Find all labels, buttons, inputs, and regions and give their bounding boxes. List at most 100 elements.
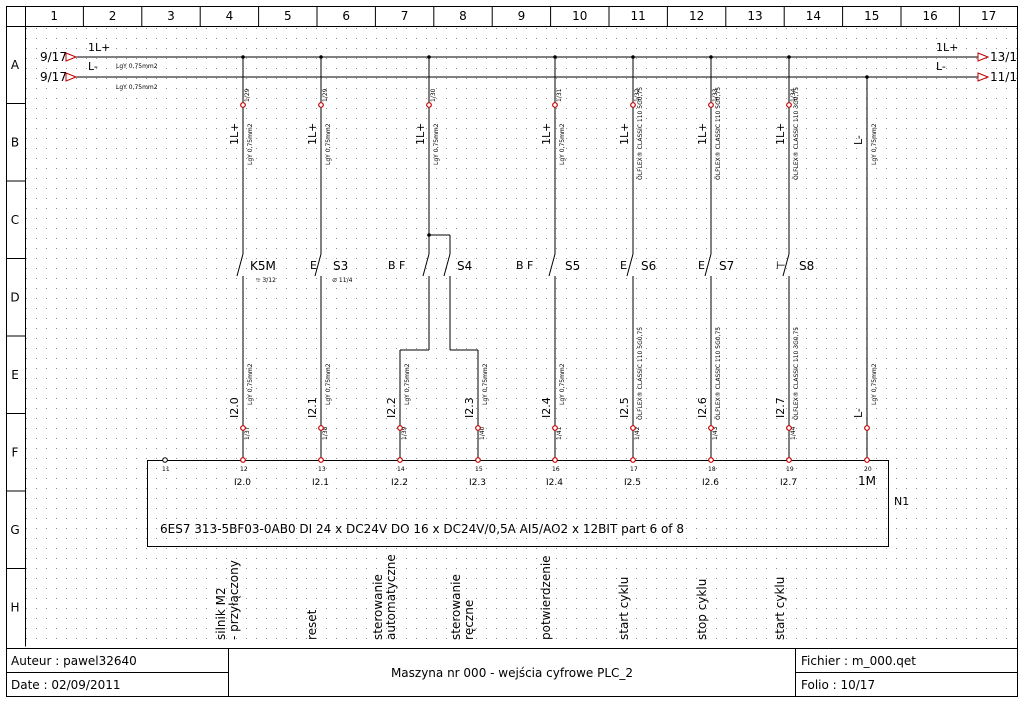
row-letter-F: F — [12, 445, 19, 459]
plc-pin-number-20: 20 — [864, 466, 872, 473]
branch-8-input-label: I2.7 — [774, 397, 787, 418]
branch-9-top-wire-spec: LgY 0,75mm2 — [871, 123, 878, 165]
switch-S8-blade — [782, 253, 790, 277]
plc-pin-label-13: I2.1 — [312, 478, 329, 488]
branch-4-bottom-node — [475, 425, 481, 431]
branch-2-top-wire-spec: LgY 0,75mm2 — [325, 123, 332, 165]
actuator-S7: E — [698, 259, 705, 272]
xref-right-1: 13/1 — [990, 50, 1017, 64]
branch-8-potential-label: 1L+ — [774, 123, 787, 145]
junction-dot — [553, 55, 557, 59]
plc-pin-label-12: I2.0 — [234, 478, 251, 488]
row-letter-D: D — [10, 290, 19, 304]
plc-pin-number-16: 16 — [552, 466, 560, 473]
branch-7-potential-label: 1L+ — [696, 123, 709, 145]
switch-S7-blade — [704, 253, 712, 277]
branch-3-potential-label: 1L+ — [414, 123, 427, 145]
switch-S5-blade — [548, 253, 556, 277]
xref-right-2: 11/1 — [990, 70, 1017, 84]
rail-label-L-minus-right: L- — [936, 60, 946, 73]
branch-1-bottom-node — [240, 425, 246, 431]
row-letter-B: B — [11, 135, 19, 149]
branch-7-top-wire-spec: ÖLFLEX® CLASSIC 110 5G0,75 — [715, 87, 722, 180]
branch-3-bottom-wire-spec: LgY 0,75mm2 — [404, 363, 411, 405]
branch-9-input-label: L- — [852, 408, 865, 418]
actuator-S8: ⊢ — [776, 259, 786, 272]
plc-pin-number-13: 13 — [318, 466, 326, 473]
plc-module-box — [147, 460, 889, 547]
branch-7-input-label: I2.6 — [696, 397, 709, 418]
branch-5-description-1: potwierdzenie — [539, 555, 553, 640]
xref-arrow-left-1 — [65, 52, 78, 62]
plc-pin-number-19: 19 — [786, 466, 794, 473]
rail-label-L-minus: L- — [88, 60, 98, 73]
column-number-14: 14 — [806, 9, 821, 23]
branch-1-potential-label: 1L+ — [228, 123, 241, 145]
actuator-S6: E — [620, 259, 627, 272]
branch-4-bottom-node-ref: 1/40 — [479, 426, 486, 440]
junction-dot — [631, 55, 635, 59]
branch-1-top-wire-spec: LgY 0,75mm2 — [247, 123, 254, 165]
xref-arrow-right-2 — [977, 72, 990, 82]
branch-2-potential-label: 1L+ — [306, 123, 319, 145]
rail-label-1L-plus-right: 1L+ — [936, 41, 958, 54]
rail-wire-spec-1: LgY 0,75mm2 — [116, 63, 158, 70]
branch-5-bottom-wire-spec: LgY 0,75mm2 — [559, 363, 566, 405]
plc-pin-number-14: 14 — [397, 466, 405, 473]
plc-pin-15 — [475, 457, 481, 463]
column-number-11: 11 — [631, 9, 646, 23]
branch-3-bottom-node — [397, 425, 403, 431]
branch-8-description-1: start cyklu — [773, 577, 787, 640]
branch-6-bottom-wire-spec: ÖLFLEX® CLASSIC 110 5G0,75 — [637, 327, 644, 420]
plc-pin-12 — [240, 457, 246, 463]
row-letter-E: E — [11, 368, 19, 382]
plc-module-spec: 6ES7 313-5BF03-0AB0 DI 24 x DC24V DO 16 … — [160, 522, 684, 536]
branch-8-top-wire-spec: ÖLFLEX® CLASSIC 110 3G0,75 — [793, 87, 800, 180]
row-letter-H: H — [10, 600, 19, 614]
branch-3-top-node — [426, 102, 432, 108]
column-number-15: 15 — [864, 9, 879, 23]
cartouche: Auteur : pawel32640 Date : 02/09/2011 Ma… — [6, 648, 1018, 697]
branch-3-top-wire-spec: LgY 0,75mm2 — [433, 123, 440, 165]
column-number-7: 7 — [401, 9, 409, 23]
column-number-4: 4 — [226, 9, 234, 23]
plc-pin-label-14: I2.2 — [391, 478, 408, 488]
branch-2-top-node-ref: 1/29 — [322, 88, 329, 102]
branch-7-bottom-node — [708, 425, 714, 431]
branch-7-top-node-ref: 1/33 — [712, 88, 719, 102]
rail-label-1L-plus: 1L+ — [88, 41, 110, 54]
device-xref-S3: ⊘ 11/4 — [332, 277, 353, 284]
column-number-2: 2 — [109, 9, 117, 23]
plc-pin-label-15: I2.3 — [469, 478, 486, 488]
plc-pin-number-17: 17 — [630, 466, 638, 473]
column-number-5: 5 — [284, 9, 292, 23]
author-field: Auteur : pawel32640 — [11, 654, 137, 668]
branch-6-potential-label: 1L+ — [618, 123, 631, 145]
branch-1-bottom-wire-spec: LgY 0,75mm2 — [247, 363, 254, 405]
branch-3-bottom-node-ref: 1/39 — [401, 426, 408, 440]
device-tag-K5M: K5M — [250, 259, 276, 273]
plc-pin-label-16: I2.4 — [546, 478, 563, 488]
plc-pin-13 — [318, 457, 324, 463]
branch-9-bottom-wire-spec: LgY 0,75mm2 — [871, 363, 878, 405]
branch-8-top-node — [786, 102, 792, 108]
branch-3-top-node-ref: 1/30 — [430, 88, 437, 102]
branch-9-potential-label: L- — [852, 135, 865, 145]
branch-1-bottom-node-ref: 1/37 — [244, 426, 251, 440]
branch-4-description-2: ręczne — [462, 600, 476, 640]
branch-8-bottom-wire-spec: ÖLFLEX® CLASSIC 110 3G0,75 — [793, 327, 800, 420]
branch-2-description-1: reset — [305, 609, 319, 640]
branch-7-top-node — [708, 102, 714, 108]
junction-dot — [427, 233, 431, 237]
switch-S4-contact-a-blade — [422, 253, 430, 277]
device-xref-K5M: ⯐ 3/12 — [256, 277, 276, 284]
switch-S6-blade — [626, 253, 634, 277]
branch-2-bottom-wire-spec: LgY 0,75mm2 — [325, 363, 332, 405]
actuator-S3: E — [310, 259, 317, 272]
junction-dot — [709, 55, 713, 59]
plc-pin-19 — [786, 457, 792, 463]
branch-1-input-label: I2.0 — [228, 397, 241, 418]
plc-pin-17 — [630, 457, 636, 463]
branch-7-bottom-wire-spec: ÖLFLEX® CLASSIC 110 5G0,75 — [715, 327, 722, 420]
